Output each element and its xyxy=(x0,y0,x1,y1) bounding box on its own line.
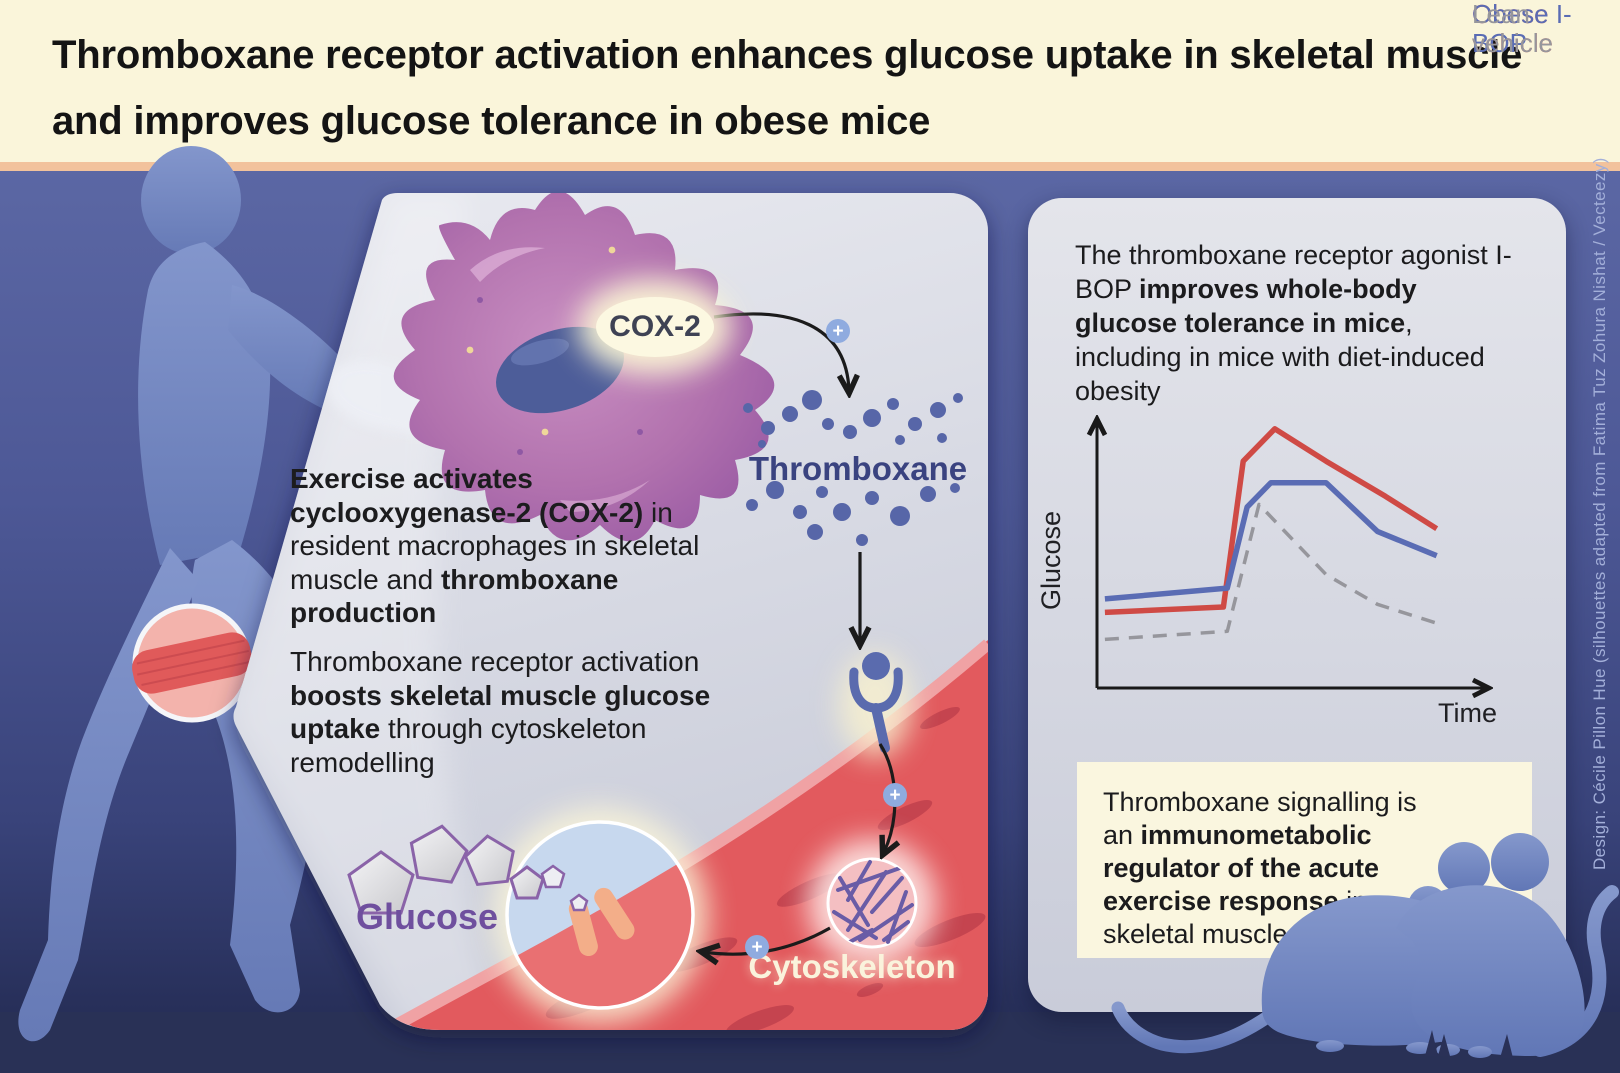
divider-stripe xyxy=(0,162,1620,171)
glucose-molecules xyxy=(347,824,545,915)
thromboxane-receptor-icon xyxy=(839,652,911,757)
chart-series-lines xyxy=(1104,426,1439,642)
cytoskeleton-icon xyxy=(808,839,936,967)
plus-badge-icon: + xyxy=(745,935,769,959)
glucose-label: Glucose xyxy=(355,896,499,937)
legend-lean-vehicle: Lean vehicle xyxy=(1472,0,1553,58)
right-panel-intro: The thromboxane receptor agonist I-BOP i… xyxy=(1075,240,1512,406)
legend-obese-ibop: Obese I-BOP xyxy=(1472,0,1572,58)
macrophage-cell xyxy=(393,193,775,542)
plus-badge-icon: + xyxy=(826,319,850,343)
cox2-label: COX-2 xyxy=(596,297,714,357)
plus-badge-icon: + xyxy=(883,783,907,807)
title-line-1: Thromboxane receptor activation enhances… xyxy=(52,33,1523,77)
chart-y-axis-label: Glucose xyxy=(1036,510,1066,610)
glut-transporter-icon xyxy=(568,887,635,957)
cytoskeleton-label: Cytoskeleton xyxy=(748,948,956,985)
design-credit: Design: Cécile Pillon Hue (silhouettes a… xyxy=(1590,157,1609,870)
thromboxane-label: Thromboxane xyxy=(748,450,968,487)
arrow-cox2-to-thromboxane xyxy=(713,312,849,390)
receptor-uptake-text: Thromboxane receptor activation boosts s… xyxy=(290,646,711,778)
header-band: Thromboxane receptor activation enhances… xyxy=(0,0,1620,162)
muscle-inset-icon xyxy=(132,603,252,723)
title-line-2: and improves glucose tolerance in obese … xyxy=(52,99,931,143)
exercise-cox2-text: Exercise activates cyclooxygenase-2 (COX… xyxy=(290,463,700,628)
glucose-molecules-small xyxy=(540,864,589,912)
legend-obese-vehicle: Obese vehicle xyxy=(1472,0,1553,58)
page-title: Thromboxane receptor activation enhances… xyxy=(52,22,1572,154)
glucose-tolerance-chart xyxy=(1040,398,1520,728)
glucose-vesicle xyxy=(492,807,708,1023)
conclusion-text: Thromboxane signalling is an immunometab… xyxy=(1103,787,1417,949)
chart-x-axis-label: Time xyxy=(1438,698,1497,728)
thromboxane-molecules xyxy=(743,390,963,546)
